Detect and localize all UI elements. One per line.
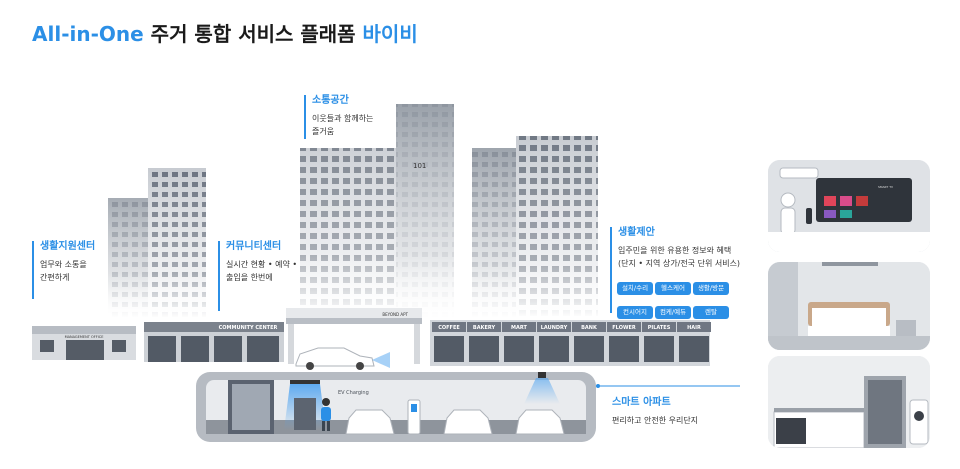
store-front [574,336,604,362]
life-support-title: 생활지원센터 [40,241,96,252]
community-line-2: 출입을 한번에 [226,273,273,282]
store-sign [642,322,676,332]
smart-apt-title: 스마트 아파트 [612,397,671,408]
panel-living-room: SMART TV [768,160,930,252]
management-office: MANAGEMENT OFFICE [32,326,136,360]
callout-bar [304,95,306,139]
community-title: 커뮤니티센터 [226,241,282,252]
store-label: FLOWER [612,325,636,331]
callout-communication: 소통공간 이웃들과 함께하는 즐거움 [304,94,374,139]
callout-smart-apt: 스마트 아파트 편리하고 안전한 우리단지 [612,396,698,427]
community-center: COMMUNITY CENTER [144,322,284,362]
living-room-illustration: SMART TV [768,160,930,252]
store-label: BANK [581,325,598,331]
life-support-line-2: 간편하게 [40,273,70,282]
community-line-1: 실시간 현황 • 예약 • [226,260,298,269]
title-brand: 바이비 [362,22,418,46]
store-front [469,336,499,362]
store-front [644,336,674,362]
store-sign [572,322,606,332]
communication-title: 소통공간 [312,95,349,106]
callout-bar [32,241,34,299]
title-korean: 주거 통합 서비스 플래폼 [150,22,356,46]
store-label: LAUNDRY [541,325,568,331]
store-label: COFFEE [438,325,460,331]
life-offer-line-1: 입주민을 위한 유용한 정보와 혜택 [618,246,732,255]
panel-kitchen [768,356,930,448]
tower-right [468,136,602,318]
store-sign [607,322,641,332]
tag-concierge[interactable]: 컨시어지 [617,306,653,319]
store-label: PILATES [648,325,671,331]
tag-living[interactable]: 생활/방문 [693,282,729,295]
callout-bar [610,227,612,313]
life-support-line-1: 업무와 소통을 [40,260,87,269]
tag-education[interactable]: 컴케/예듀 [655,306,691,319]
store-sign [677,322,711,332]
store-sign [537,322,571,332]
store-front [609,336,639,362]
store-label: BAKERY [473,325,496,331]
panel-bedroom [768,262,930,350]
callout-community: 커뮤니티센터 실시간 현황 • 예약 • 출입을 한번에 [218,240,298,311]
apartment-illustration: 101 MANAGEMENT OFFICE COMMUNITY CENTER B… [32,104,740,442]
parking-garage: EV Charging [196,372,596,442]
communication-line-1: 이웃들과 함께하는 [312,114,374,123]
tower-left [105,168,215,318]
communication-line-2: 즐거움 [312,127,335,136]
store-front [539,336,569,362]
bedroom-illustration [768,262,930,350]
callout-life-offer: 생활제안 입주민을 위한 유용한 정보와 혜택 (단지 • 지역 상가/전국 단… [610,226,741,313]
store-row: COFFEE BAKERY MART LAUNDRY BANK FLOWER PILATES… [430,320,711,366]
callout-bar [218,241,220,311]
building-number: 101 [413,162,426,170]
management-office-label: MANAGEMENT OFFICE [65,335,104,339]
life-offer-title: 생활제안 [618,227,655,238]
tower-center: 101 [296,104,458,318]
ev-charging-label: EV Charging [338,390,369,396]
page-title: All-in-One 주거 통합 서비스 플래폼 바이비 [32,18,418,47]
store-sign [432,322,466,332]
community-center-label: COMMUNITY CENTER [219,325,278,331]
tag-rental[interactable]: 렌탈 [693,306,729,319]
apartment-gate: BEYOND APT [286,308,422,370]
smart-apt-line-1: 편리하고 안전한 우리단지 [612,416,699,425]
store-front [679,336,709,362]
title-english: All-in-One [32,22,144,46]
store-front [434,336,464,362]
gate-label: BEYOND APT [382,312,408,317]
tag-healthcare[interactable]: 헬스케어 [655,282,691,295]
life-offer-line-2: (단지 • 지역 상가/전국 단위 서비스) [618,259,741,268]
store-front [504,336,534,362]
store-sign [502,322,536,332]
store-label: MART [511,325,527,331]
store-sign [467,322,501,332]
tv-brand: SMART TV [878,185,894,189]
tag-install[interactable]: 설치/수리 [617,282,653,295]
kitchen-illustration [768,356,930,448]
callout-life-support: 생활지원센터 업무와 소통을 간편하게 [32,240,96,299]
store-label: HAIR [687,325,701,331]
